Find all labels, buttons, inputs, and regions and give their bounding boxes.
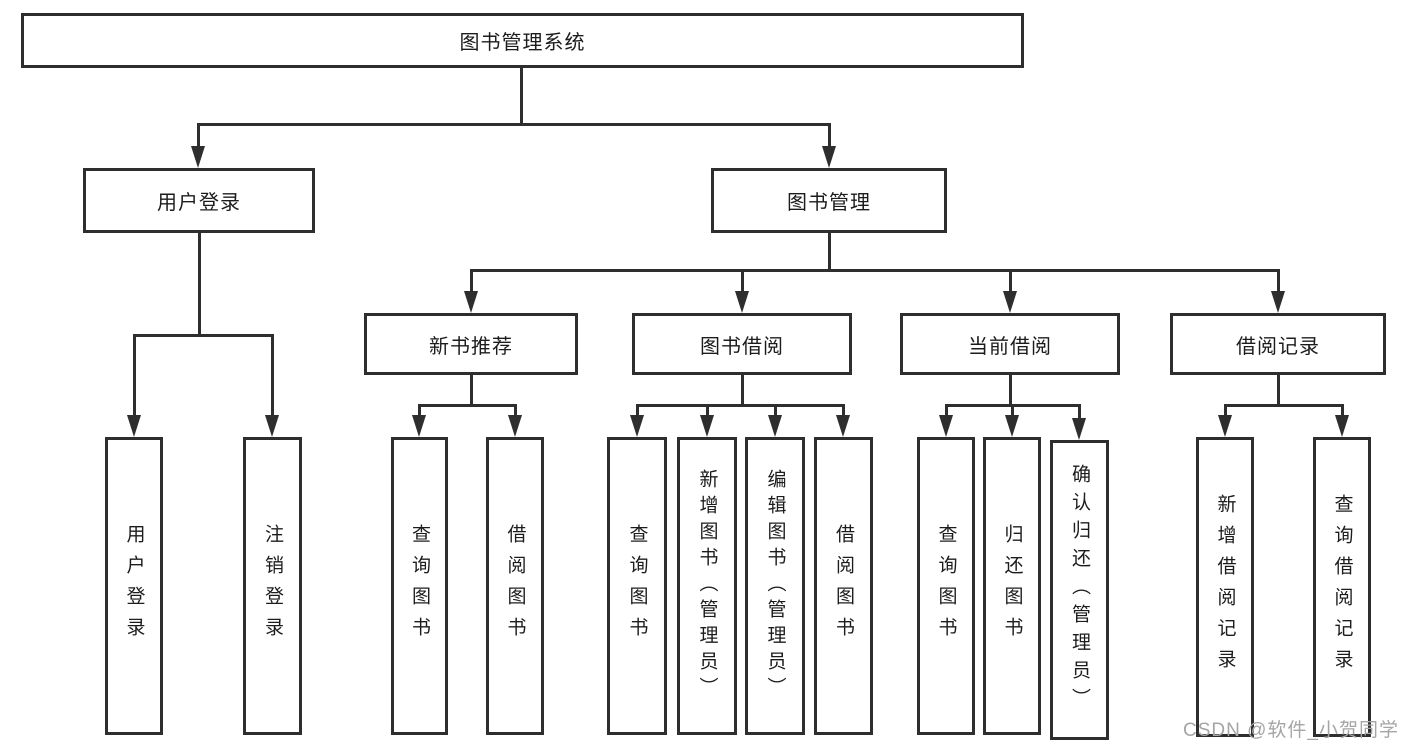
leaf-label: 查询图书 xyxy=(626,524,648,648)
leaf-edit-books-admin: 编辑图书（管理员） xyxy=(745,437,805,735)
connector-line xyxy=(133,334,273,337)
connector-line xyxy=(133,334,136,417)
connector-line xyxy=(470,269,473,293)
connector-line xyxy=(945,404,948,417)
leaf-add-books-admin: 新增图书（管理员） xyxy=(677,437,737,735)
leaf-return-books: 归还图书 xyxy=(983,437,1041,735)
connector-line xyxy=(1277,269,1280,293)
connector-line xyxy=(1011,404,1014,417)
arrowhead xyxy=(630,415,644,437)
connector-line xyxy=(197,123,830,126)
connector-line xyxy=(1341,404,1344,417)
arrowhead xyxy=(822,146,836,168)
connector-line xyxy=(741,375,744,406)
connector-line xyxy=(1009,269,1012,293)
leaf-user-login: 用户登录 xyxy=(105,437,163,735)
arrowhead xyxy=(768,415,782,437)
connector-line xyxy=(520,66,523,123)
arrowhead xyxy=(836,415,850,437)
arrowhead xyxy=(412,415,426,437)
csdn-watermark: CSDN @软件_小贺同学 xyxy=(1183,720,1399,741)
arrowhead xyxy=(265,415,279,437)
node-label: 图书管理 xyxy=(787,192,871,214)
leaf-label: 借阅图书 xyxy=(833,524,854,648)
node-user-login: 用户登录 xyxy=(83,168,315,233)
node-label: 用户登录 xyxy=(157,192,241,214)
arrowhead xyxy=(1003,291,1017,313)
leaf-label: 查询图书 xyxy=(935,524,957,648)
connector-line xyxy=(1224,404,1343,407)
connector-line xyxy=(741,269,744,293)
connector-line xyxy=(828,123,831,148)
connector-line xyxy=(418,404,516,407)
leaf-query-borrow-record: 查询借阅记录 xyxy=(1313,437,1371,737)
arrowhead xyxy=(1271,291,1285,313)
node-new-book-recommendation: 新书推荐 xyxy=(364,313,578,375)
node-label: 借阅记录 xyxy=(1236,335,1320,358)
leaf-label: 归还图书 xyxy=(1001,524,1023,648)
arrowhead xyxy=(191,146,205,168)
leaf-label: 新增图书（管理员） xyxy=(696,469,718,703)
node-label: 图书借阅 xyxy=(700,335,784,358)
node-book-management: 图书管理 xyxy=(711,168,947,233)
node-borrowing-records: 借阅记录 xyxy=(1170,313,1386,375)
arrowhead xyxy=(127,415,141,437)
arrowhead xyxy=(1072,418,1086,440)
leaf-borrow-books: 借阅图书 xyxy=(814,437,873,735)
node-label: 当前借阅 xyxy=(968,335,1052,358)
leaf-label: 确认归还（管理员） xyxy=(1069,464,1090,716)
node-label: 图书管理系统 xyxy=(459,32,586,54)
leaf-label: 用户登录 xyxy=(123,524,145,648)
arrowhead xyxy=(1218,415,1232,437)
arrowhead xyxy=(1335,415,1349,437)
leaf-confirm-return-admin: 确认归还（管理员） xyxy=(1050,440,1109,740)
leaf-label: 查询借阅记录 xyxy=(1331,494,1353,680)
leaf-query-books-current: 查询图书 xyxy=(917,437,975,735)
connector-line xyxy=(514,404,517,417)
connector-line xyxy=(1277,375,1280,406)
connector-line xyxy=(842,404,845,417)
node-label: 新书推荐 xyxy=(429,335,513,358)
arrowhead xyxy=(508,415,522,437)
leaf-query-books-recommend: 查询图书 xyxy=(391,437,448,735)
connector-line xyxy=(271,334,274,417)
node-book-borrowing: 图书借阅 xyxy=(632,313,852,375)
connector-line xyxy=(636,404,639,417)
leaf-add-borrow-record: 新增借阅记录 xyxy=(1196,437,1254,737)
connector-line xyxy=(1078,404,1081,420)
connector-line xyxy=(470,375,473,406)
connector-line xyxy=(828,233,831,272)
connector-line xyxy=(774,404,777,417)
leaf-logout: 注销登录 xyxy=(243,437,302,735)
connector-line xyxy=(1009,375,1012,406)
arrowhead xyxy=(1005,415,1019,437)
leaf-label: 借阅图书 xyxy=(504,524,526,648)
arrowhead xyxy=(939,415,953,437)
node-library-management-system: 图书管理系统 xyxy=(21,13,1024,68)
arrowhead xyxy=(735,291,749,313)
leaf-label: 新增借阅记录 xyxy=(1214,494,1236,680)
connector-line xyxy=(706,404,709,417)
connector-line xyxy=(1224,404,1227,417)
leaf-label: 编辑图书（管理员） xyxy=(764,469,786,703)
leaf-query-books-borrow: 查询图书 xyxy=(607,437,667,735)
leaf-borrow-books-recommend: 借阅图书 xyxy=(486,437,544,735)
connector-line xyxy=(418,404,421,417)
leaf-label: 注销登录 xyxy=(262,524,283,648)
connector-line xyxy=(470,269,1279,272)
connector-line xyxy=(197,123,200,148)
connector-line xyxy=(198,233,201,336)
arrowhead xyxy=(700,415,714,437)
leaf-label: 查询图书 xyxy=(409,524,430,648)
connector-line xyxy=(637,404,844,407)
arrowhead xyxy=(464,291,478,313)
node-current-borrowing: 当前借阅 xyxy=(900,313,1120,375)
